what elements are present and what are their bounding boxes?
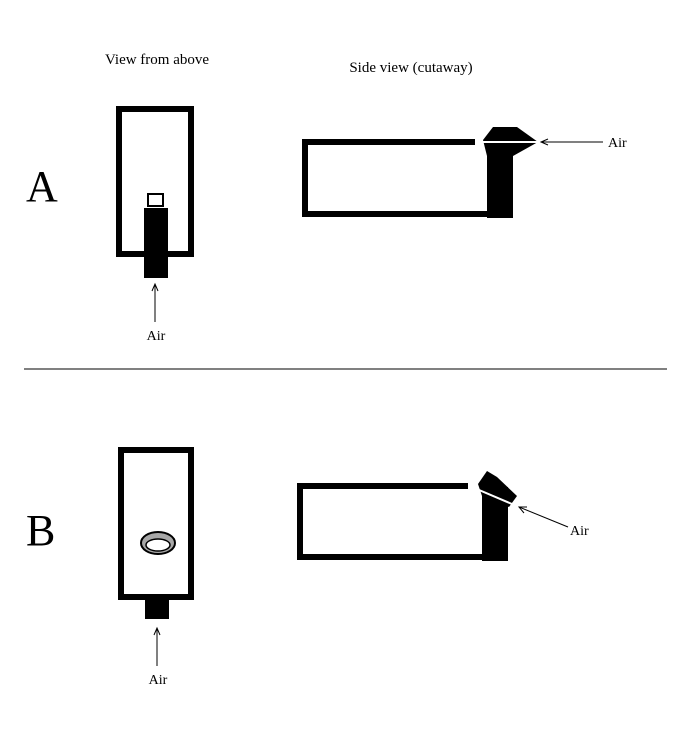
panel-b-side-air-arrow <box>518 506 569 528</box>
panel-b-side-nozzle-slit <box>471 486 520 508</box>
panel-a-letter: A <box>26 162 58 211</box>
panel-a-air-tube <box>144 208 168 278</box>
panel-b-letter: B <box>26 506 55 555</box>
panel-b-side-nozzle <box>478 471 517 507</box>
panel-a-tube-end-square <box>147 193 164 207</box>
panel-b-top-view-box <box>118 447 194 600</box>
panel-a-top-air-label: Air <box>147 329 166 344</box>
panel-b-side-air-label: Air <box>570 524 589 539</box>
panel-a-side-view-box <box>302 139 490 217</box>
panel-b-oval-vent-hole <box>145 538 171 552</box>
panel-a-top-air-arrowhead <box>151 282 159 292</box>
panel-b-top-air-label: Air <box>149 673 168 688</box>
panel-b-side-view-box <box>297 483 487 560</box>
panel-b-side-air-arrowhead <box>517 506 527 514</box>
header-view-from-above: View from above <box>105 52 209 68</box>
panel-a-side-air-arrowhead <box>539 138 549 146</box>
panel-b-top-air-arrowhead <box>153 626 161 636</box>
panel-b-air-tube <box>145 596 169 619</box>
header-side-view-cutaway: Side view (cutaway) <box>349 60 472 76</box>
panel-a-side-air-label: Air <box>608 136 627 151</box>
